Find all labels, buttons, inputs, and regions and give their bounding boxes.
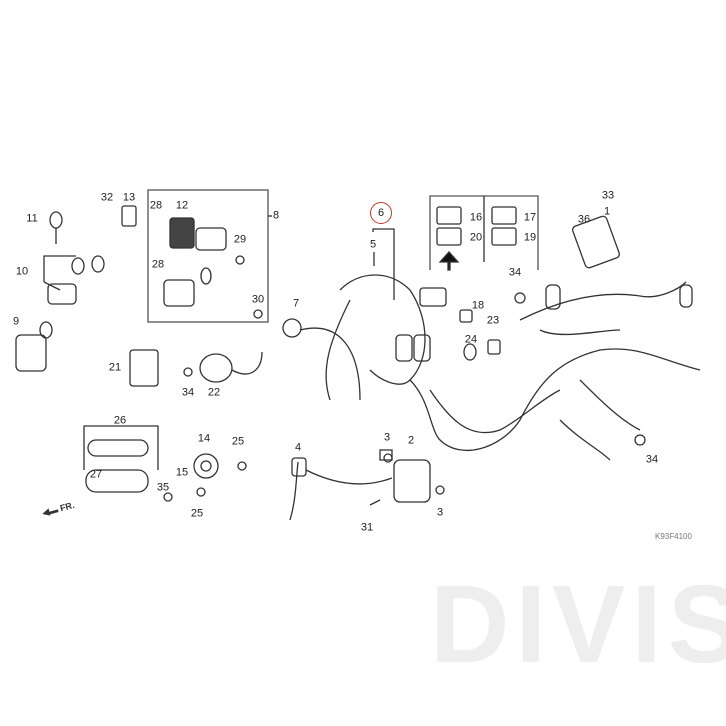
part-callout-27[interactable]: 27 [89, 468, 103, 481]
part-callout-32[interactable]: 32 [100, 191, 114, 204]
part-callout-9[interactable]: 9 [12, 315, 20, 328]
part-callout-17[interactable]: 17 [523, 211, 537, 224]
part-callout-12[interactable]: 12 [175, 199, 189, 212]
part-callout-34[interactable]: 34 [645, 453, 659, 466]
part-callout-18[interactable]: 18 [471, 299, 485, 312]
part-callout-1[interactable]: 1 [603, 205, 611, 218]
part-callout-8[interactable]: 8 [272, 209, 280, 222]
key-set-group-box [147, 189, 269, 323]
part-callout-24[interactable]: 24 [464, 333, 478, 346]
part-callout-15[interactable]: 15 [175, 466, 189, 479]
part-callout-3[interactable]: 3 [383, 431, 391, 444]
part-callout-13[interactable]: 13 [122, 191, 136, 204]
part-callout-29[interactable]: 29 [233, 233, 247, 246]
part-callout-4[interactable]: 4 [294, 441, 302, 454]
part-callout-11[interactable]: 11 [26, 212, 38, 225]
part-callout-26[interactable]: 26 [113, 414, 127, 427]
part-callout-22[interactable]: 22 [207, 386, 221, 399]
part-callout-6[interactable]: 6 [370, 202, 392, 224]
part-callout-7[interactable]: 7 [292, 297, 300, 310]
drawing-code: K93F4100 [655, 532, 692, 541]
part-callout-30[interactable]: 30 [251, 293, 265, 306]
part-callout-14[interactable]: 14 [197, 432, 211, 445]
part-callout-25[interactable]: 25 [190, 507, 204, 520]
part-callout-3[interactable]: 3 [436, 506, 444, 519]
part-callout-35[interactable]: 35 [156, 481, 170, 494]
part-callout-23[interactable]: 23 [486, 314, 500, 327]
part-callout-21[interactable]: 21 [108, 361, 122, 374]
arrow-up-icon [438, 251, 460, 271]
part-callout-34[interactable]: 34 [181, 386, 195, 399]
part-callout-25[interactable]: 25 [231, 435, 245, 448]
part-callout-33[interactable]: 33 [601, 189, 615, 202]
part-callout-5[interactable]: 5 [369, 238, 377, 251]
part-callout-36[interactable]: 36 [577, 213, 591, 226]
watermark: DIVIS [430, 563, 726, 686]
part-callout-10[interactable]: 10 [15, 265, 29, 278]
part-callout-28[interactable]: 28 [149, 199, 163, 212]
part-callout-16[interactable]: 16 [469, 211, 483, 224]
part-callout-34[interactable]: 34 [508, 266, 522, 279]
part-callout-31[interactable]: 31 [360, 521, 374, 534]
part-callout-20[interactable]: 20 [469, 231, 483, 244]
part-callout-2[interactable]: 2 [407, 434, 415, 447]
part-callout-19[interactable]: 19 [523, 231, 537, 244]
part-callout-28[interactable]: 28 [151, 258, 165, 271]
